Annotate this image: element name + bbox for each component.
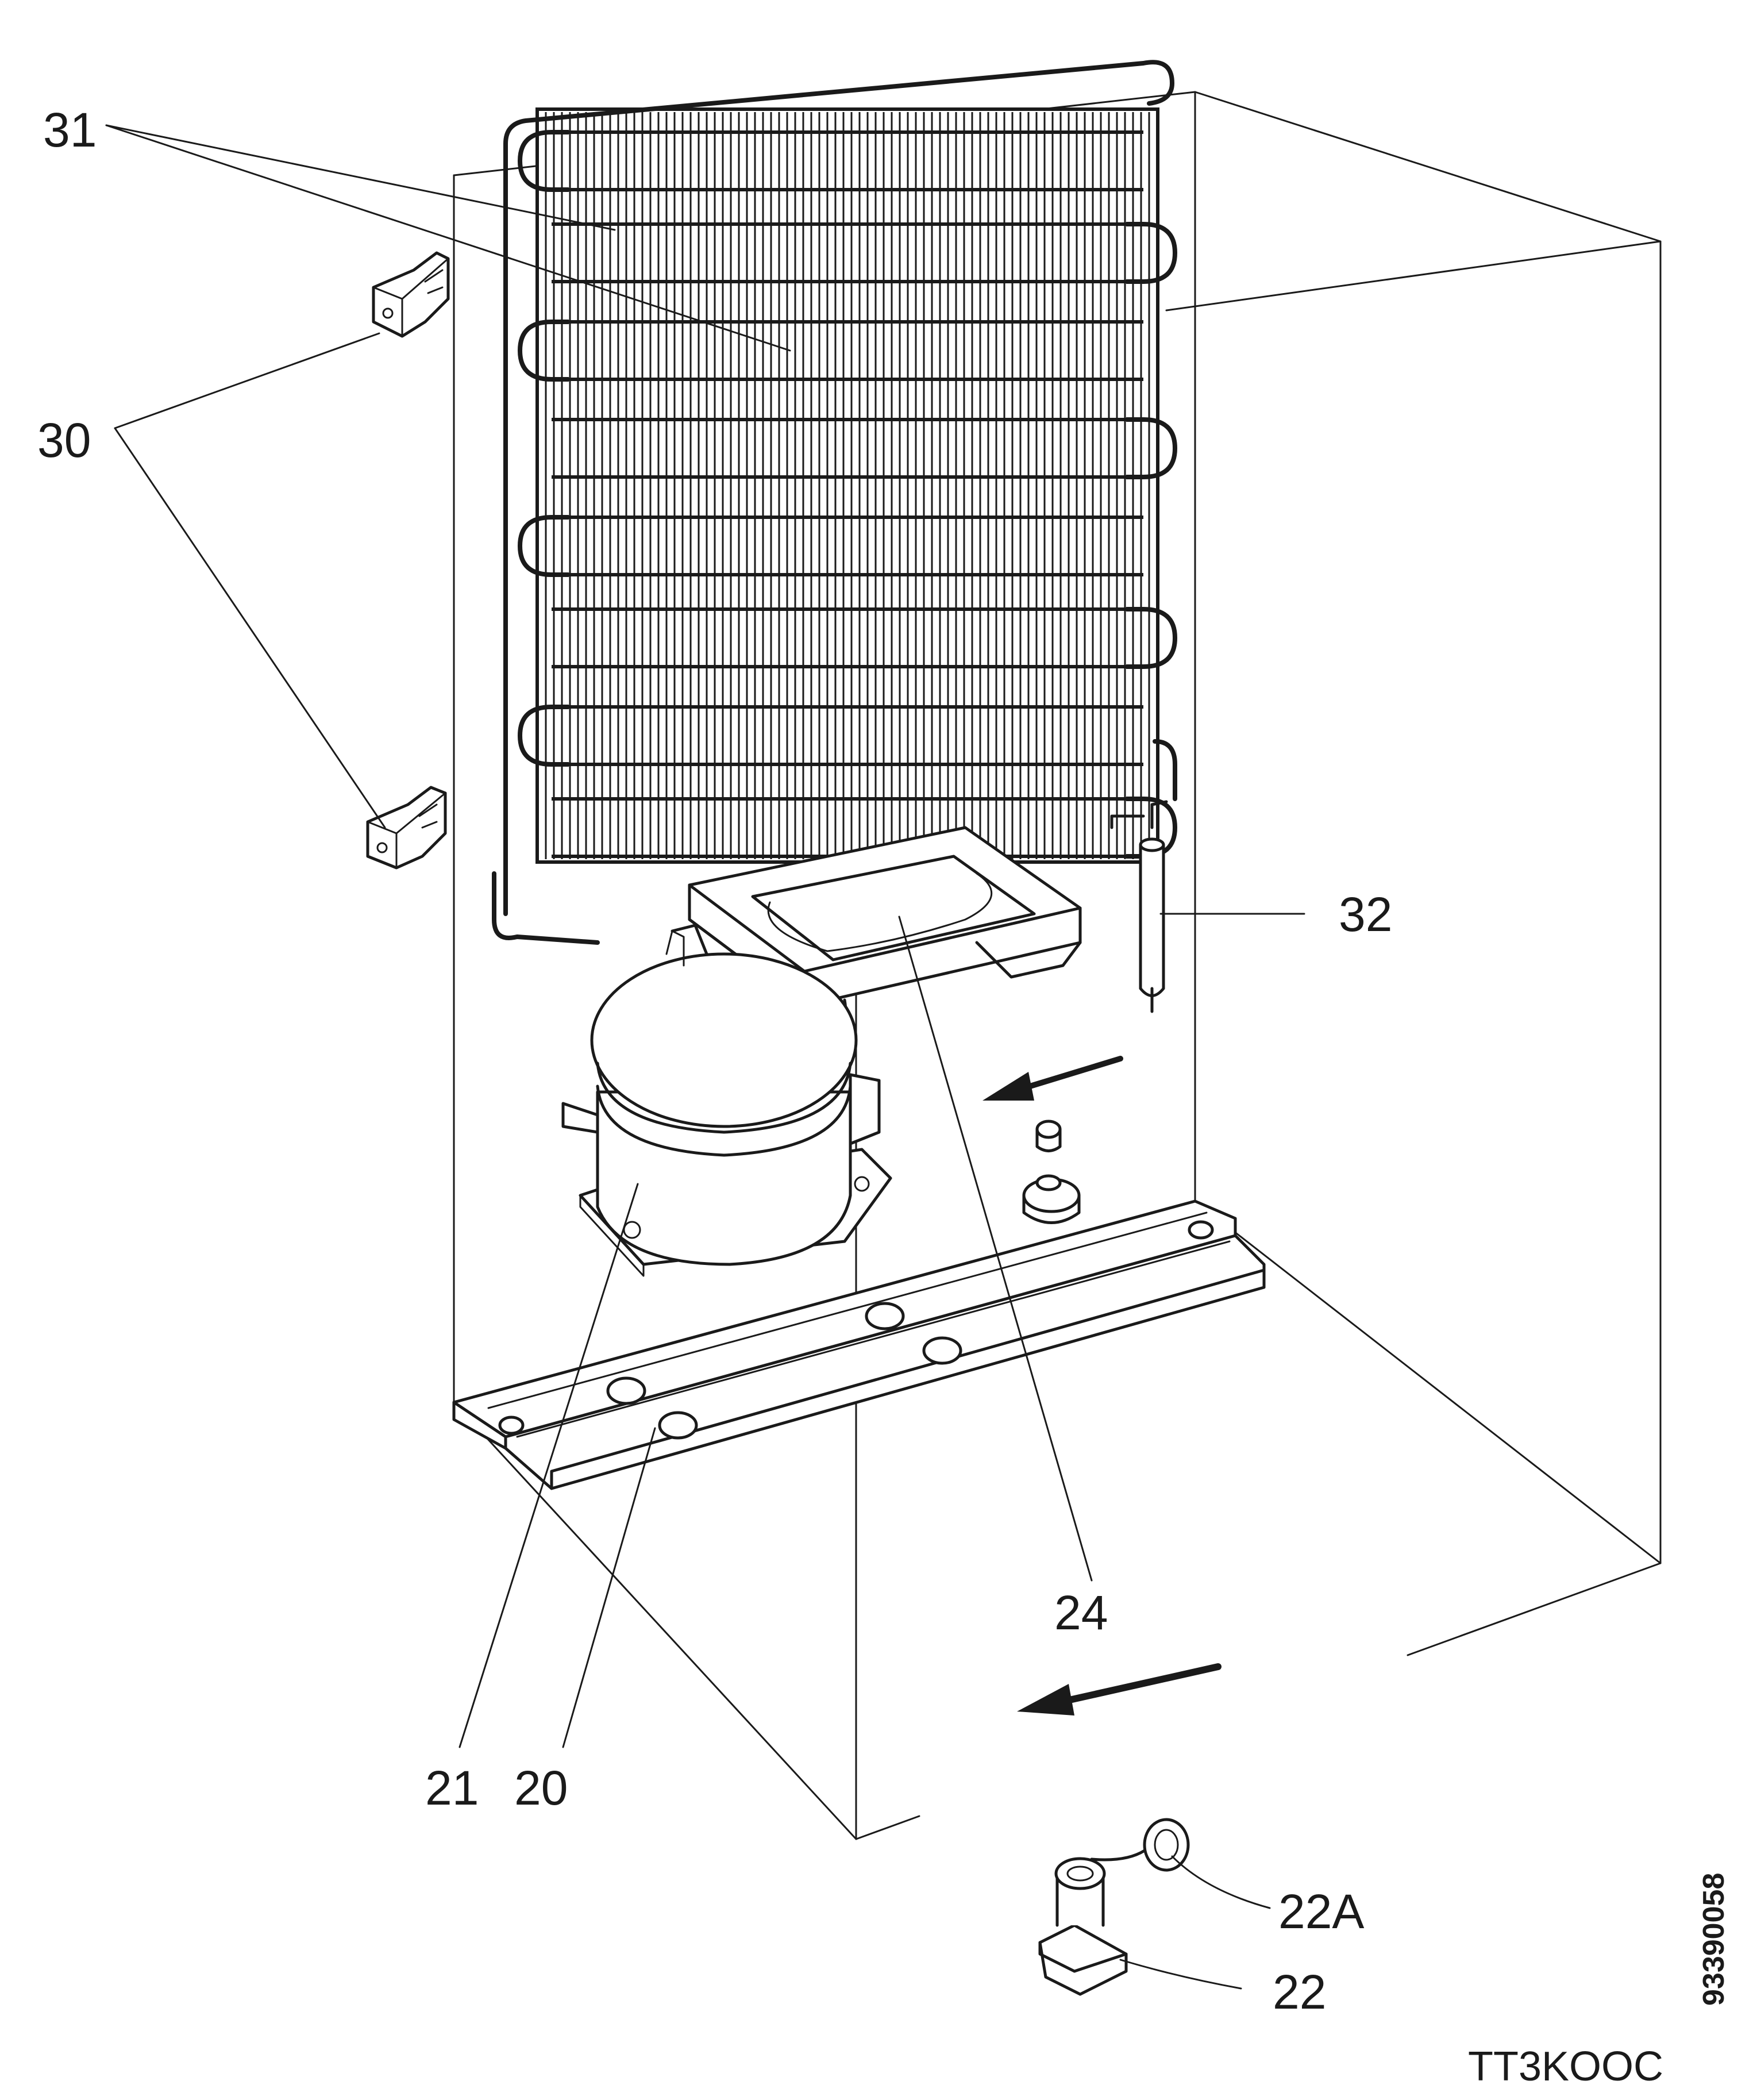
callout-21: 21 bbox=[425, 1761, 479, 1815]
condenser-tube-loop bbox=[1126, 607, 1178, 669]
condenser-top-tube bbox=[503, 60, 1174, 916]
compressor bbox=[561, 930, 892, 1277]
grommet-lower bbox=[1022, 1174, 1081, 1224]
condenser-coil bbox=[492, 60, 1178, 945]
filter-drier bbox=[1110, 800, 1168, 1013]
callout-22: 22 bbox=[1273, 1965, 1326, 2019]
leader-lines bbox=[105, 124, 1305, 1990]
compressor-base-plate bbox=[452, 1199, 1266, 1490]
mounting-bracket-upper bbox=[372, 251, 450, 338]
condenser-tube-loop bbox=[517, 705, 569, 767]
condenser-tube-loop bbox=[517, 320, 569, 382]
condenser-tube-loop bbox=[1126, 417, 1178, 479]
callout-31: 31 bbox=[43, 103, 97, 157]
condenser-fins bbox=[545, 112, 1150, 859]
grommet-upper bbox=[1035, 1120, 1062, 1152]
callout-22a: 22A bbox=[1278, 1884, 1364, 1939]
callout-30: 30 bbox=[37, 413, 91, 467]
thermal-protector bbox=[1090, 1818, 1190, 1872]
cable-clip bbox=[1038, 1857, 1128, 1996]
direction-arrow-lower bbox=[1017, 1663, 1222, 1716]
condenser-tube-loop bbox=[1126, 222, 1178, 284]
drawing-number: 93390058 bbox=[1697, 1873, 1731, 2006]
condenser-right-tube bbox=[1153, 739, 1177, 801]
condenser-tube-loops bbox=[517, 130, 1178, 859]
callout-24: 24 bbox=[1054, 1586, 1108, 1640]
condenser-tube-loop bbox=[517, 130, 569, 192]
direction-arrow-upper bbox=[982, 1056, 1123, 1101]
condenser-fin-grid bbox=[535, 107, 1159, 864]
callout-20: 20 bbox=[514, 1761, 568, 1815]
callout-32: 32 bbox=[1339, 887, 1392, 941]
compressor-return-pipe bbox=[492, 871, 600, 945]
model-code: TT3KOOC bbox=[1468, 2044, 1663, 2090]
condenser-tube-loop bbox=[517, 515, 569, 577]
mounting-bracket-lower bbox=[366, 786, 447, 870]
